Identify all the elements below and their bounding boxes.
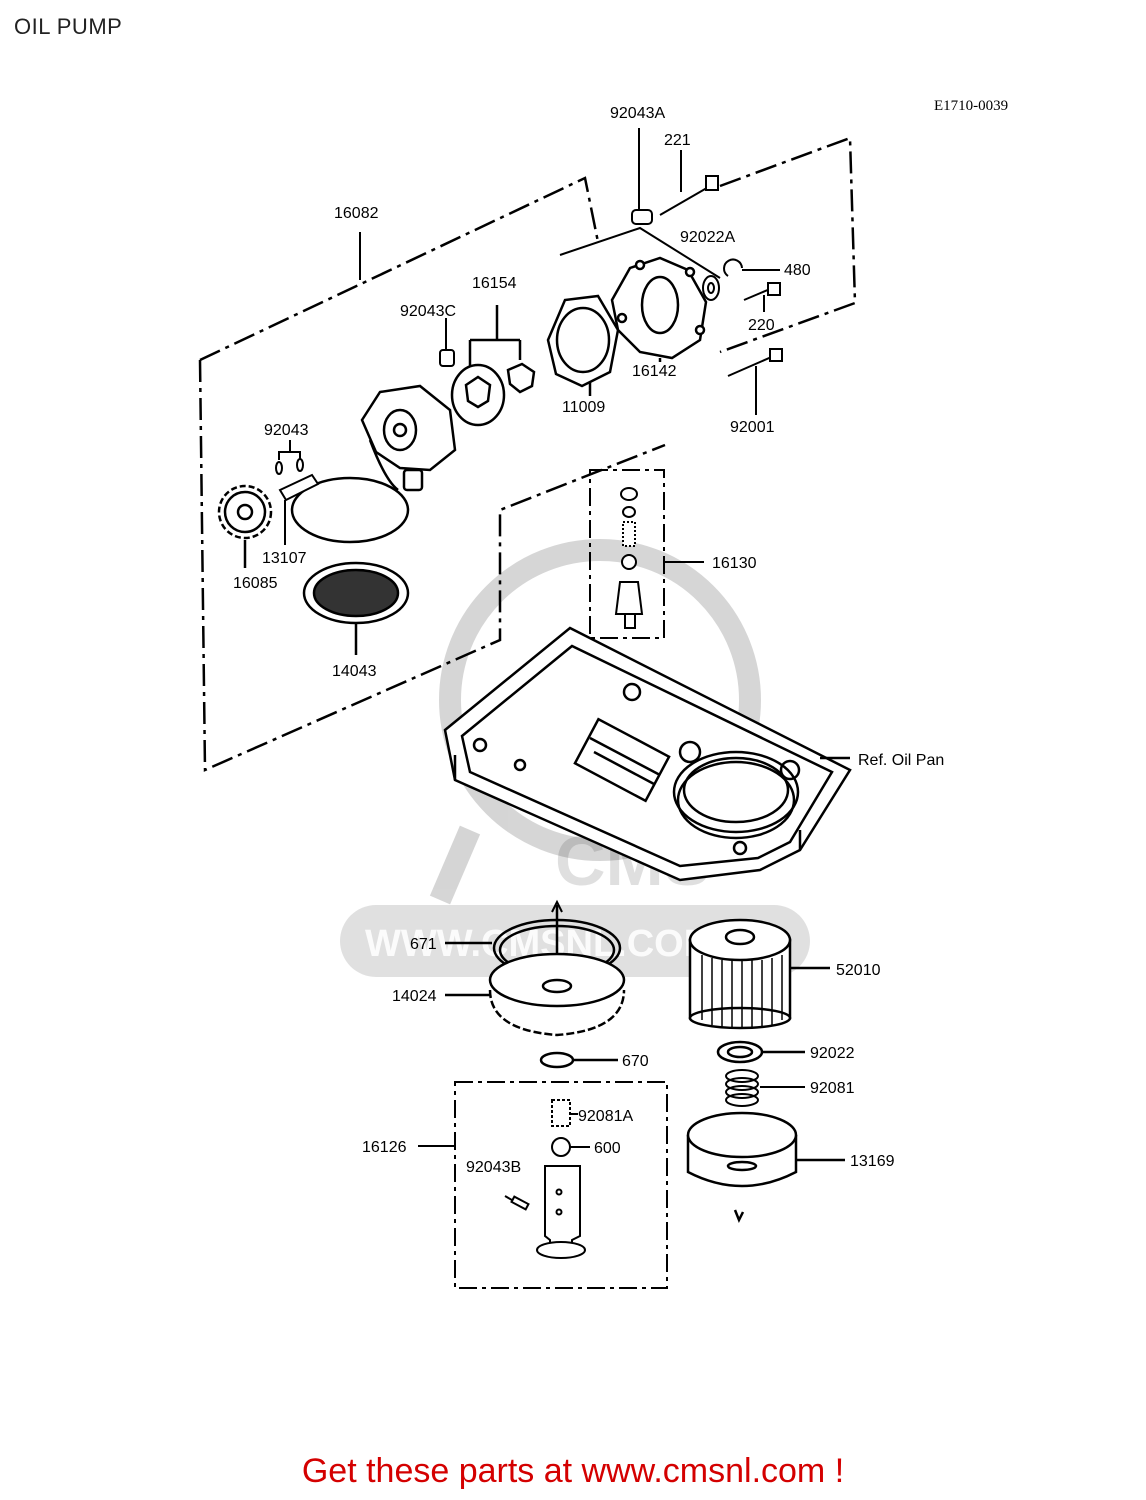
part-13107-shaft — [278, 473, 320, 545]
assembly-outline-16082 — [198, 136, 857, 772]
promo-link[interactable]: Get these parts at www.cmsnl.com ! — [301, 1452, 845, 1490]
part-16085-sprocket — [217, 484, 273, 568]
callout-92043: 92043 — [264, 422, 309, 439]
watermark-logo — [429, 539, 761, 905]
callout-600: 600 — [594, 1140, 621, 1157]
callout-14024: 14024 — [392, 988, 437, 1005]
callout-16142: 16142 — [632, 363, 677, 380]
part-92043C-pin — [439, 318, 455, 367]
part-16130-relief-valve — [589, 469, 704, 639]
part-oil-pan — [443, 626, 852, 882]
page-title: OIL PUMP — [14, 14, 123, 39]
part-480-clip — [723, 258, 780, 277]
callout-16126: 16126 — [362, 1139, 407, 1156]
arrow-up-mark — [551, 899, 563, 913]
callout-92081A: 92081A — [578, 1108, 633, 1125]
part-14043-screen — [302, 561, 410, 655]
callout-92081: 92081 — [810, 1080, 855, 1097]
part-92043-pins — [275, 440, 304, 475]
callout-92001: 92001 — [730, 419, 775, 436]
part-221-bolt — [659, 150, 719, 216]
part-670-oring — [539, 1051, 618, 1069]
callout-13169: 13169 — [850, 1153, 895, 1170]
callout-92043C: 92043C — [400, 303, 456, 320]
part-13169-cup — [686, 1111, 845, 1224]
callout-92043B: 92043B — [466, 1159, 521, 1176]
part-16154-rotors — [450, 305, 536, 427]
callout-92043A: 92043A — [610, 105, 665, 122]
exploded-parts-diagram: CMS WWW.CMSNL.COM — [198, 105, 944, 1289]
part-14024-cover — [445, 952, 626, 1037]
callout-11009: 11009 — [562, 399, 605, 416]
callout-ref-oil-pan: Ref. Oil Pan — [858, 752, 944, 769]
part-92022-washer — [716, 1040, 805, 1064]
callout-16130: 16130 — [712, 555, 757, 572]
part-16142-cover — [610, 256, 708, 362]
callout-220: 220 — [748, 317, 775, 334]
callout-670: 670 — [622, 1053, 649, 1070]
part-92001-bolt — [727, 348, 783, 415]
part-52010-filter — [688, 918, 830, 1030]
part-92043A-collar — [631, 128, 653, 225]
part-11009-gasket — [546, 294, 620, 396]
callout-52010: 52010 — [836, 962, 881, 979]
part-220-bolt — [743, 282, 781, 312]
diagram-code: E1710-0039 — [934, 98, 1009, 114]
part-92081-spring — [725, 1069, 805, 1107]
callout-92022: 92022 — [810, 1045, 855, 1062]
callout-480: 480 — [784, 262, 811, 279]
callout-13107: 13107 — [262, 550, 307, 567]
callout-671: 671 — [410, 936, 437, 953]
callout-16085: 16085 — [233, 575, 278, 592]
callout-221: 221 — [664, 132, 691, 149]
part-pump-body — [290, 384, 457, 544]
callout-14043: 14043 — [332, 663, 377, 680]
callout-labels: 92043A 221 16082 92022A 480 16154 92043C… — [233, 105, 944, 1176]
callout-92022A: 92022A — [680, 229, 735, 246]
part-92022A-washer — [702, 275, 720, 301]
gasket-bracket — [559, 226, 721, 279]
callout-16082: 16082 — [334, 205, 379, 222]
callout-16154: 16154 — [472, 275, 517, 292]
part-16126-bypass-valve — [418, 1081, 668, 1289]
